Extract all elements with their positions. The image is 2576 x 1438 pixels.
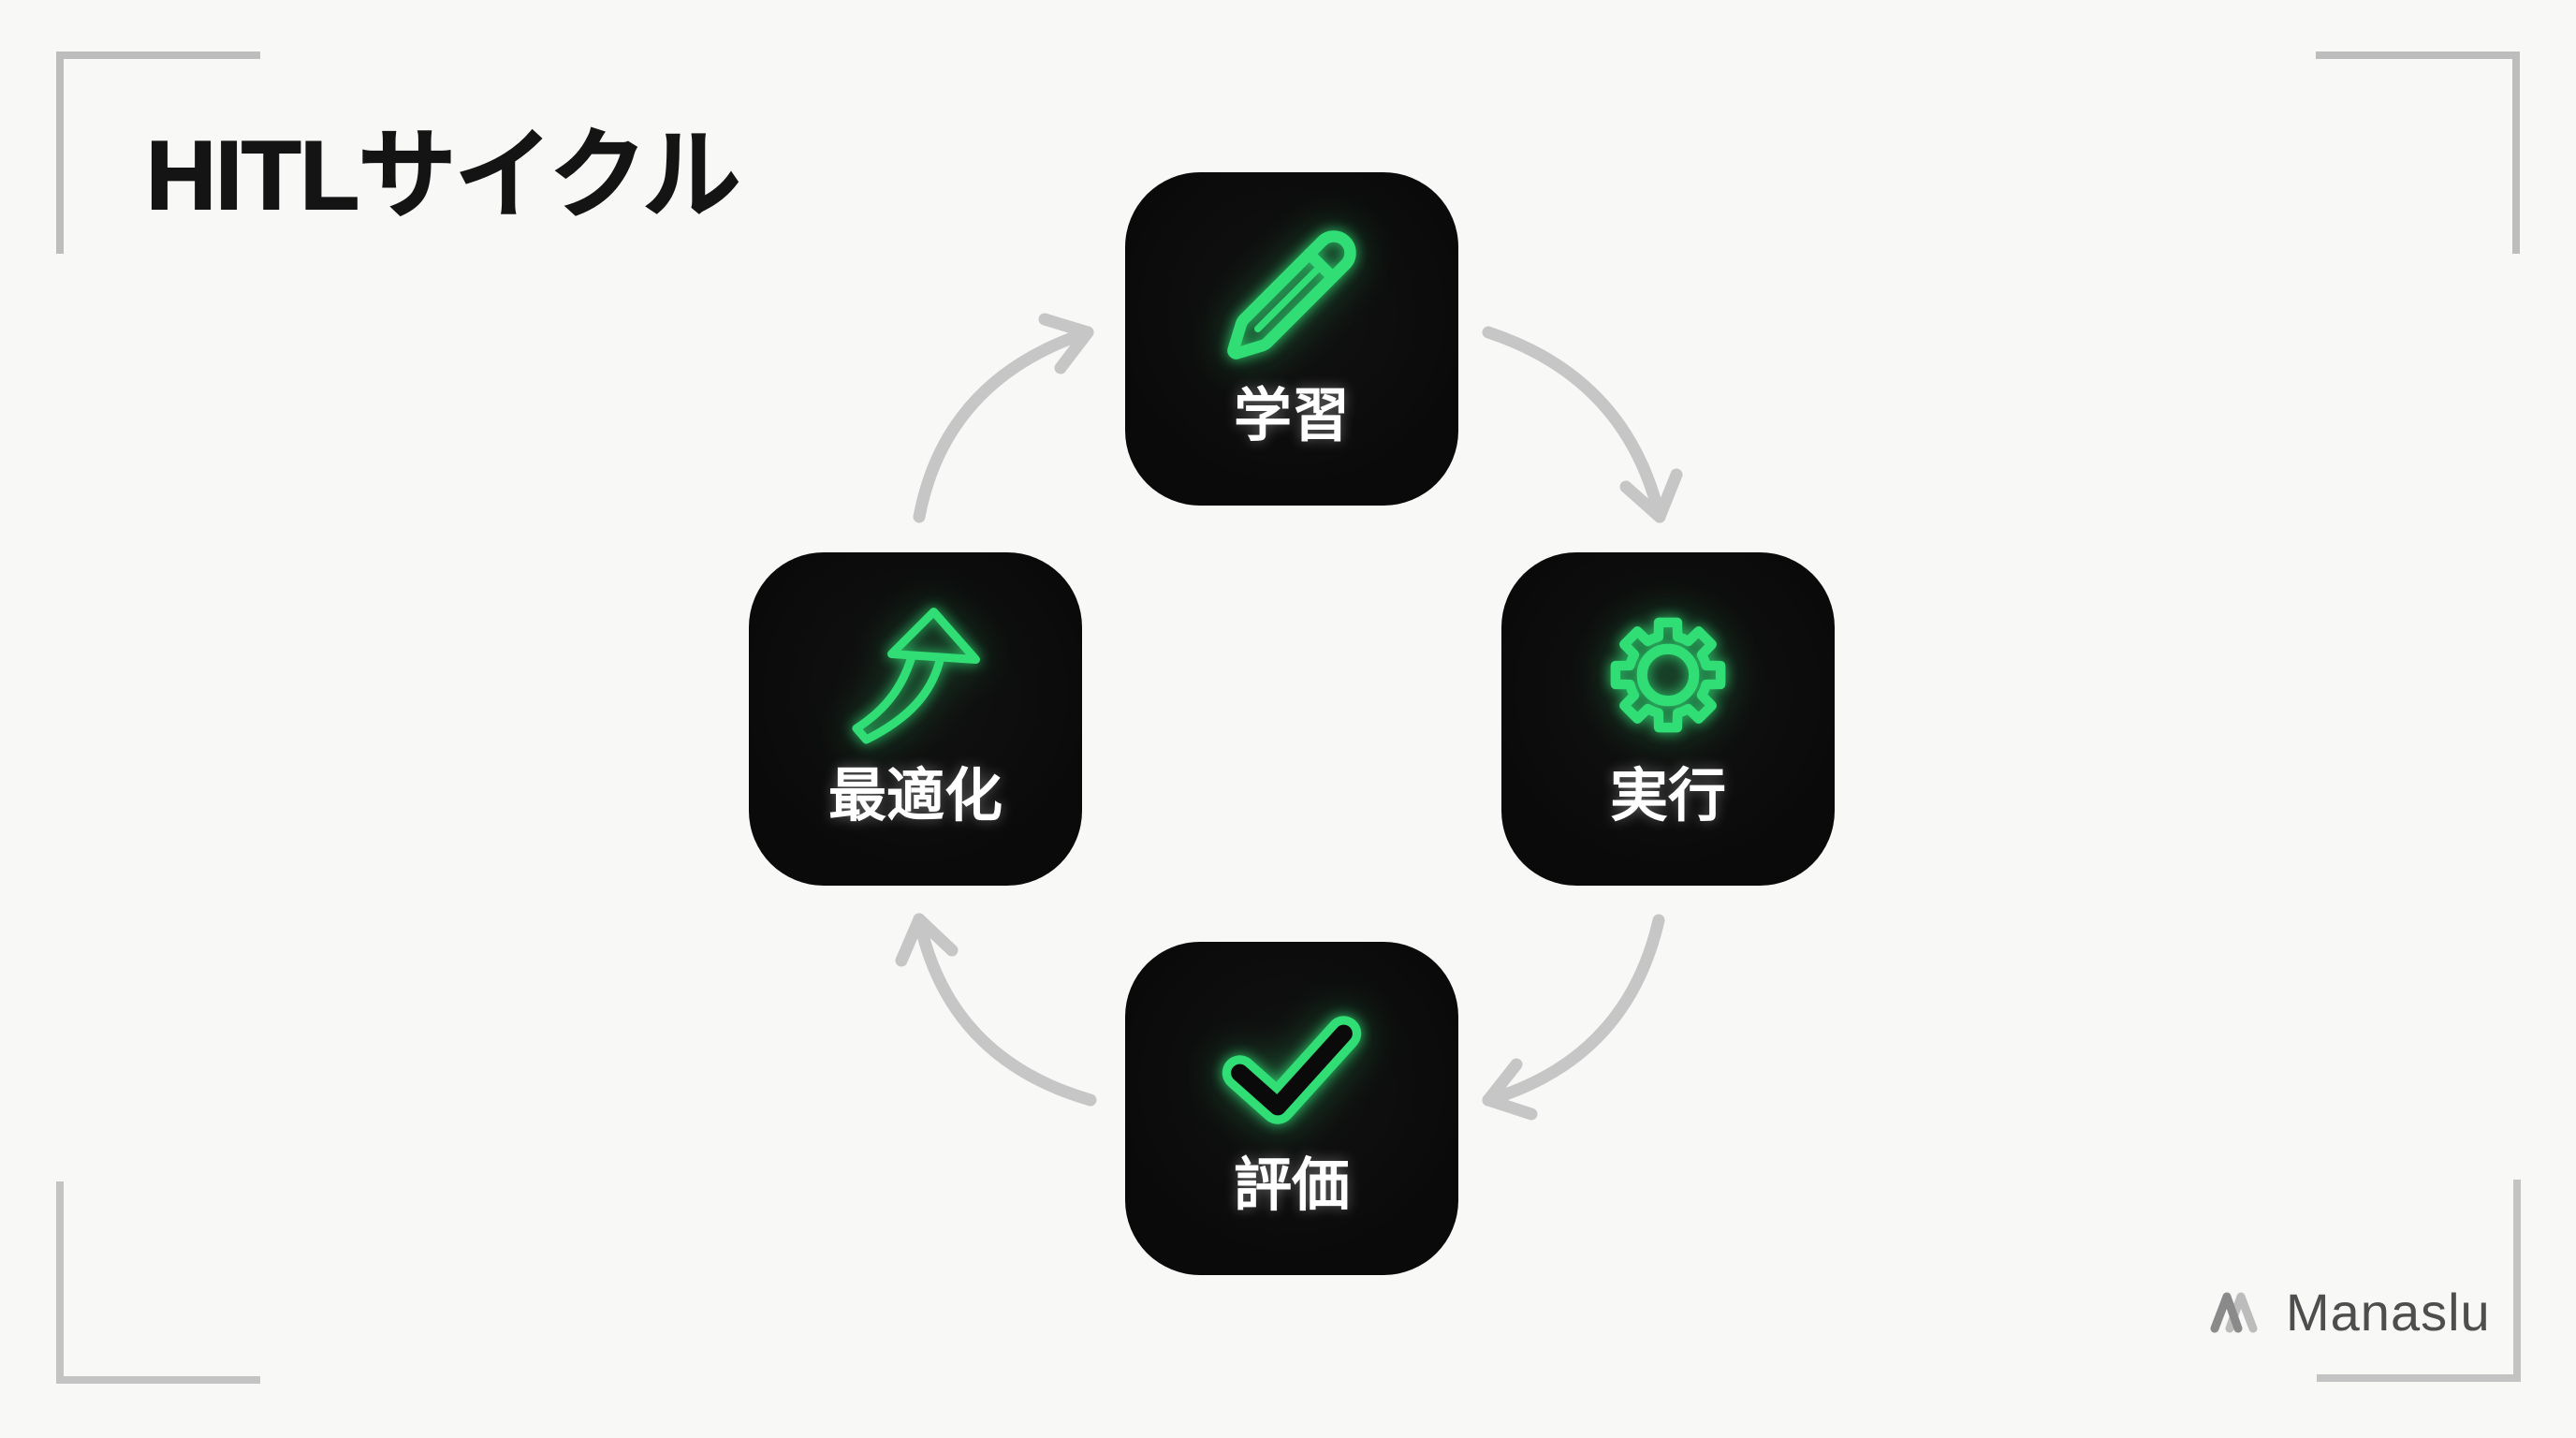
corner-bracket-top-left [56, 51, 260, 254]
page-title: HITLサイクル [145, 122, 741, 230]
arrow-optimization-to-learning [913, 313, 1094, 523]
node-optimization: 最適化 [749, 552, 1082, 886]
brand-logo: Manaslu [2207, 1283, 2491, 1342]
arrow-execution-to-evaluation [1482, 914, 1665, 1121]
node-learning: 学習 [1125, 172, 1458, 506]
corner-bracket-top-right [2316, 51, 2520, 254]
node-label: 評価 [1233, 1153, 1350, 1218]
corner-bracket-bottom-right [2317, 1180, 2521, 1382]
node-icon-box [1222, 225, 1362, 365]
arrow-evaluation-to-optimization [895, 913, 1097, 1107]
node-label: 実行 [1609, 764, 1726, 829]
node-execution: 実行 [1501, 552, 1835, 886]
node-icon-box [1598, 605, 1738, 745]
arrow-learning-to-execution [1482, 326, 1683, 523]
node-icon-box [845, 605, 986, 745]
manaslu-mountain-icon [2210, 1292, 2258, 1333]
node-label: 学習 [1233, 384, 1350, 448]
check-icon [1222, 1016, 1362, 1124]
node-evaluation: 評価 [1125, 942, 1458, 1275]
node-icon-box [1222, 994, 1362, 1135]
node-label: 最適化 [827, 764, 1003, 829]
corner-bracket-bottom-left [56, 1181, 260, 1384]
brand-name: Manaslu [2286, 1282, 2491, 1342]
pencil-icon [1227, 230, 1356, 360]
gear-icon [1610, 617, 1726, 733]
trend-up-arrow-icon [852, 608, 980, 744]
